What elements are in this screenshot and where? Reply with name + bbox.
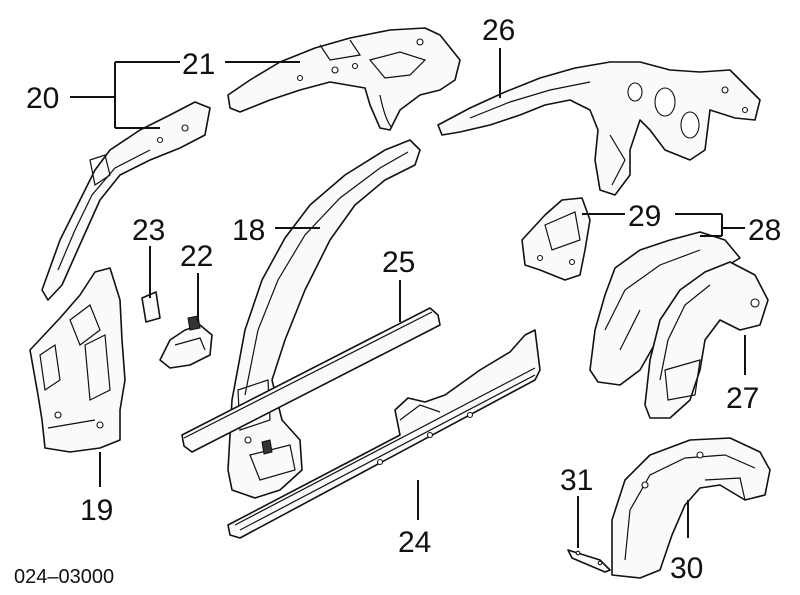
part-21-upper-panel: [227, 27, 461, 131]
part-24-rocker: [227, 329, 541, 539]
callout-27: 27: [726, 382, 759, 415]
diagram-code: 024–03000: [14, 566, 114, 588]
callout-21: 21: [182, 48, 215, 81]
part-25-reinforcement: [181, 307, 441, 453]
callout-25: 25: [382, 246, 415, 279]
part-30-arch-liner: [611, 437, 771, 579]
callout-22: 22: [180, 240, 213, 273]
callout-20: 20: [26, 82, 59, 115]
part-20-roof-rail: [41, 101, 211, 301]
callout-29: 29: [628, 200, 661, 233]
part-27-wheelhouse-outer: [644, 261, 769, 419]
callout-23: 23: [132, 214, 165, 247]
callout-28: 28: [748, 214, 781, 247]
part-29-bracket: [521, 197, 591, 281]
callout-19: 19: [80, 494, 113, 527]
part-26-quarter-inner: [437, 61, 761, 196]
callout-18: 18: [232, 214, 265, 247]
callout-26: 26: [482, 14, 515, 47]
part-31-strip: [567, 549, 611, 573]
leader-lines: [70, 48, 746, 548]
part-23-bracket: [141, 291, 161, 323]
callout-31: 31: [560, 464, 593, 497]
callout-labels: 20 21 26 18 23 22 25 29 28 27 19 24 31 3…: [26, 14, 781, 585]
part-19-b-pillar: [29, 267, 126, 453]
part-28-wheelhouse-inner: [589, 231, 741, 386]
callout-24: 24: [398, 526, 431, 559]
part-22-bracket: [159, 315, 213, 369]
callout-30: 30: [670, 552, 703, 585]
